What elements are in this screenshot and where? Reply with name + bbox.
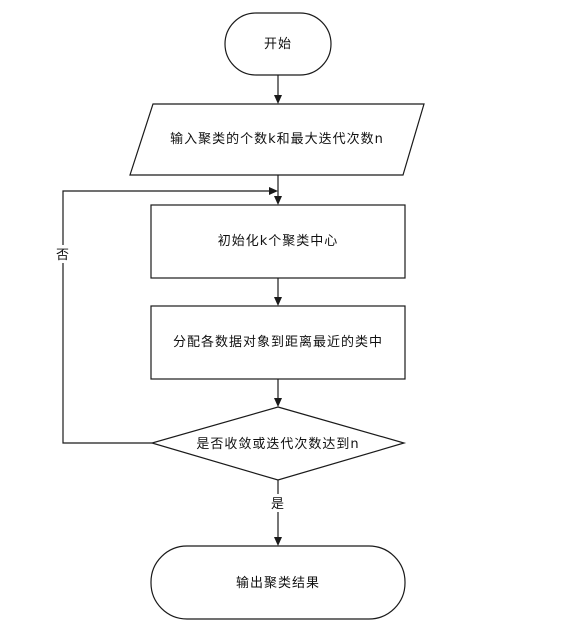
arrowhead [274,537,282,546]
arrowhead [269,187,278,195]
assign-label: 分配各数据对象到距离最近的类中 [173,334,383,350]
input-parallelogram [129,103,425,176]
start-label: 开始 [264,37,292,52]
init-process-box [150,204,406,279]
init-label: 初始化k个聚类中心 [218,234,339,249]
connector-loop-back [62,190,270,444]
arrowhead [274,196,282,205]
decision-diamond [149,406,407,481]
decision-label: 是否收敛或迭代次数达到n [196,436,359,452]
start-terminator [224,12,332,76]
output-terminator [150,545,406,620]
arrowhead [274,297,282,306]
arrowhead [274,398,282,407]
no-label-bg [53,245,73,263]
input-label: 输入聚类的个数k和最大迭代次数n [170,131,384,147]
assign-process-box [150,305,406,380]
arrowhead [274,95,282,104]
branch-label-yes: 是 [271,497,285,512]
branch-label-no: 否 [56,248,70,263]
yes-label-bg [268,494,288,512]
output-label: 输出聚类结果 [236,575,320,591]
